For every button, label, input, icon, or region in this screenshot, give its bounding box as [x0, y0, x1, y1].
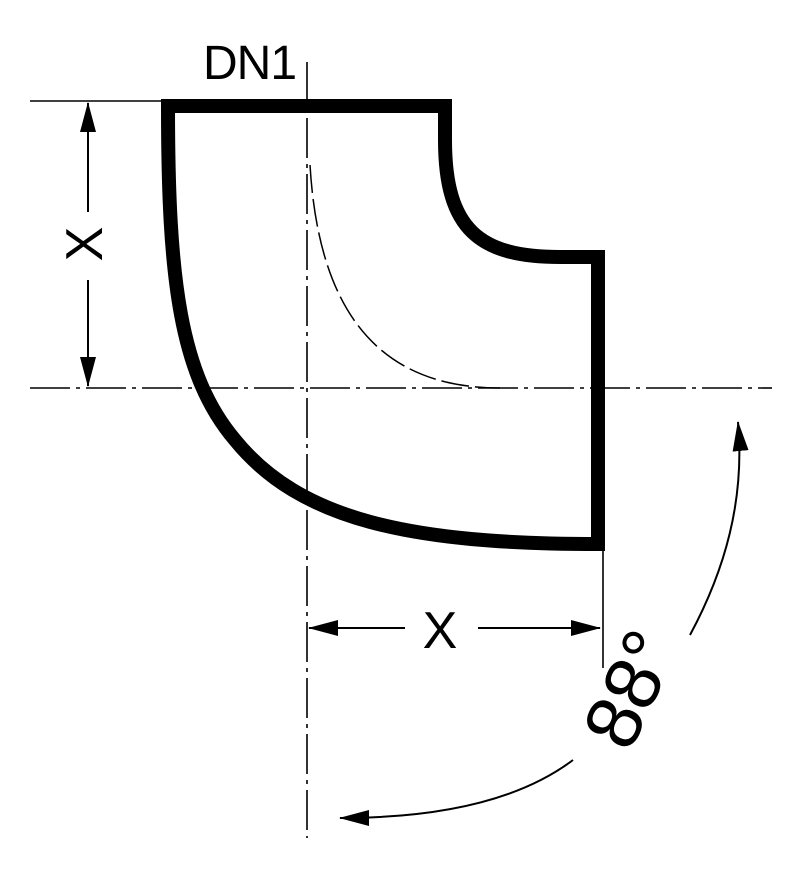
angle-arc-lower	[339, 759, 574, 826]
horizontal-dimension-label: X	[422, 602, 458, 660]
bend-axis-arc	[309, 164, 501, 389]
elbow-outline	[160, 99, 605, 552]
nominal-diameter-label: DN1	[203, 37, 297, 90]
vertical-dimension-label: X	[56, 226, 114, 262]
angle-arc-upper	[689, 421, 749, 636]
